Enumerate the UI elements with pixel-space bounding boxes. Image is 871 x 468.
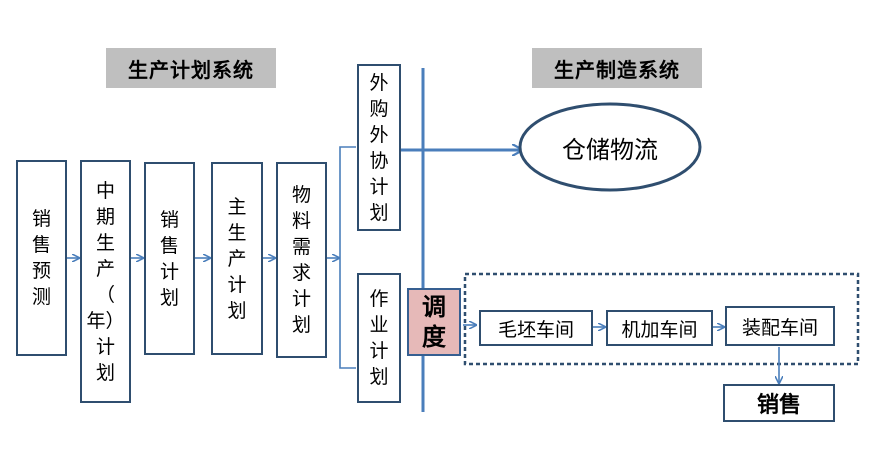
master-production-schedule-box: 主 生 产 计 划 bbox=[211, 162, 263, 355]
sales-forecast-box: 销 售 预 测 bbox=[16, 160, 67, 356]
sales-box: 销售 bbox=[723, 384, 835, 422]
sales-plan-box: 销 售 计 划 bbox=[144, 162, 195, 355]
warehouse-logistics-label: 仓储物流 bbox=[562, 135, 658, 164]
operation-plan-box: 作 业 计 划 bbox=[357, 273, 401, 403]
sales-plan-label: 销 售 计 划 bbox=[159, 208, 179, 309]
machining-workshop-label: 机加车间 bbox=[621, 318, 698, 341]
material-requirements-plan-label: 物 料 需 求 计 划 bbox=[291, 184, 311, 336]
assembly-workshop-box: 装配车间 bbox=[725, 306, 835, 346]
blank-workshop-box: 毛坯车间 bbox=[479, 310, 593, 346]
split-bracket bbox=[339, 146, 356, 369]
manufacturing-system-header: 生产制造系统 bbox=[532, 48, 702, 88]
blank-workshop-label: 毛坯车间 bbox=[497, 318, 574, 341]
assembly-workshop-label: 装配车间 bbox=[741, 316, 818, 339]
machining-workshop-box: 机加车间 bbox=[606, 310, 713, 346]
dispatch-box: 调 度 bbox=[407, 288, 461, 356]
operation-plan-label: 作 业 计 划 bbox=[369, 288, 389, 388]
master-production-schedule-label: 主 生 产 计 划 bbox=[227, 195, 247, 322]
sales-forecast-label: 销 售 预 测 bbox=[31, 208, 51, 308]
planning-system-header: 生产计划系统 bbox=[106, 48, 276, 88]
midterm-production-plan-label: 中 期 生 产 （ 年） 计 划 bbox=[86, 179, 125, 384]
workshop-group-frame bbox=[463, 272, 860, 366]
warehouse-ellipse bbox=[518, 102, 702, 192]
sales-label: 销售 bbox=[756, 393, 801, 418]
midterm-production-plan-box: 中 期 生 产 （ 年） 计 划 bbox=[80, 160, 131, 403]
dispatch-label: 调 度 bbox=[422, 293, 446, 351]
outsourcing-plan-box: 外 购 外 协 计 划 bbox=[357, 64, 401, 231]
outsourcing-plan-label: 外 购 外 协 计 划 bbox=[369, 71, 389, 224]
material-requirements-plan-box: 物 料 需 求 计 划 bbox=[276, 162, 327, 358]
